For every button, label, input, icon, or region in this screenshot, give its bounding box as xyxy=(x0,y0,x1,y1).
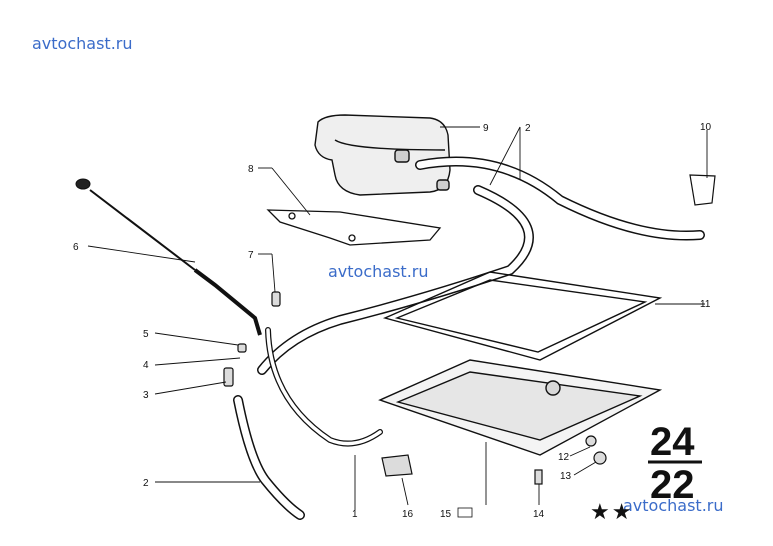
dipstick-part xyxy=(75,178,262,336)
watermark-bottom-right: avtochast.ru xyxy=(623,496,724,515)
callout-16: 16 xyxy=(402,509,414,520)
stars-mark: ★★ xyxy=(590,500,634,525)
oil-pan-part xyxy=(378,359,663,456)
group-number-bottom: 22 xyxy=(650,463,695,507)
group-number-top: 24 xyxy=(650,420,695,464)
group-number-block: 24 22 xyxy=(648,420,702,507)
callout-15-box xyxy=(457,507,473,518)
callout-6: 6 xyxy=(73,242,79,253)
callout-8: 8 xyxy=(248,164,254,175)
callout-7: 7 xyxy=(248,250,254,261)
callout-3: 3 xyxy=(143,390,149,401)
callout-9: 9 xyxy=(483,123,489,134)
leader-lines xyxy=(87,126,708,510)
hose-lines xyxy=(233,156,705,520)
small-fittings xyxy=(223,174,716,485)
callout-labels: 1 2 2 3 4 5 6 7 8 9 10 11 12 13 14 15 16 xyxy=(73,122,712,520)
callout-5: 5 xyxy=(143,329,149,340)
callout-12: 12 xyxy=(558,452,570,463)
oil-reservoir-part xyxy=(314,114,451,196)
callout-1: 1 xyxy=(352,509,358,520)
callout-2-top: 2 xyxy=(525,123,531,134)
callout-14: 14 xyxy=(533,509,545,520)
callout-10: 10 xyxy=(700,122,712,133)
pan-gasket-part xyxy=(382,271,663,361)
callout-15: 15 xyxy=(440,509,452,520)
callout-11: 11 xyxy=(700,299,711,310)
watermark-top-left: avtochast.ru xyxy=(32,34,133,53)
callout-2-bottom: 2 xyxy=(143,478,149,489)
watermark-center: avtochast.ru xyxy=(328,262,429,281)
mounting-bracket-part xyxy=(266,209,442,246)
callout-4: 4 xyxy=(143,360,149,371)
callout-13: 13 xyxy=(560,471,572,482)
